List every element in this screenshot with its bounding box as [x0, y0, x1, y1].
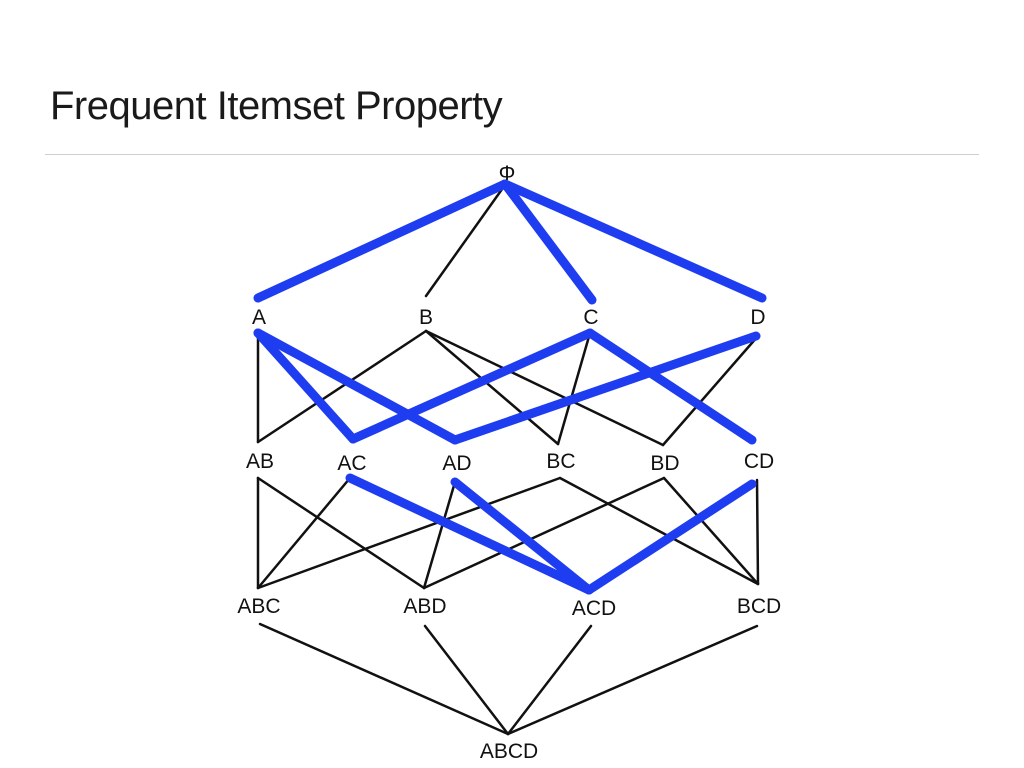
- highlight-edge-A-AC: [253, 328, 358, 444]
- highlighted-edges: [253, 179, 767, 595]
- edge-ABC-ABCD: [258, 622, 510, 736]
- node-A: A: [252, 306, 266, 329]
- node-ABD: ABD: [403, 595, 446, 618]
- node-BC: BC: [546, 450, 575, 473]
- node-ABCD: ABCD: [480, 740, 538, 763]
- edge-AB-ABD: [256, 476, 426, 590]
- node-ABC: ABC: [237, 595, 280, 618]
- highlight-edge-AD-ACD: [450, 477, 594, 595]
- edge-ACD-ABCD: [506, 624, 593, 736]
- edge-ABD-ABCD: [423, 624, 510, 736]
- highlight-edge-root-C: [500, 179, 597, 305]
- lattice-edges: [256, 183, 760, 736]
- node-BCD: BCD: [737, 595, 781, 618]
- node-ACD: ACD: [572, 597, 616, 620]
- edge-B-BD: [424, 329, 665, 447]
- highlight-edge-C-AC: [348, 328, 595, 444]
- edge-root-B: [424, 183, 507, 298]
- edge-BC-ABC: [256, 476, 562, 590]
- node-labels: Φ A B C D AB AC AD BC BD CD ABC ABD ACD …: [237, 162, 781, 763]
- highlight-edge-root-D: [500, 179, 767, 303]
- edge-AC-ABC: [256, 476, 352, 590]
- highlight-edge-root-A: [253, 179, 510, 303]
- edge-B-AB: [256, 329, 428, 444]
- slide-title: Frequent Itemset Property: [50, 84, 503, 128]
- node-AB: AB: [246, 450, 274, 473]
- edge-AD-ABD: [422, 480, 457, 590]
- edge-CD-BCD: [755, 478, 760, 586]
- edge-B-BC: [424, 329, 560, 446]
- node-BD: BD: [650, 452, 679, 475]
- highlight-edge-C-CD: [585, 328, 757, 445]
- highlight-edge-D-AD: [450, 331, 761, 445]
- node-B: B: [419, 306, 433, 329]
- node-D: D: [750, 306, 765, 329]
- node-CD: CD: [744, 450, 774, 473]
- node-C: C: [583, 306, 598, 329]
- edge-D-BD: [661, 334, 760, 447]
- title-divider: [45, 154, 979, 155]
- node-AD: AD: [442, 452, 471, 475]
- highlight-edge-AC-ACD: [345, 473, 594, 595]
- edge-BC-BCD: [558, 476, 760, 586]
- edge-BCD-ABCD: [506, 624, 759, 736]
- edge-BD-ABD: [422, 476, 666, 590]
- highlight-edge-CD-ACD: [584, 479, 757, 595]
- edge-C-BC: [556, 331, 592, 446]
- node-AC: AC: [337, 452, 366, 475]
- node-root: Φ: [499, 162, 516, 185]
- highlight-edge-A-AD: [253, 328, 460, 445]
- edge-BD-BCD: [662, 476, 760, 586]
